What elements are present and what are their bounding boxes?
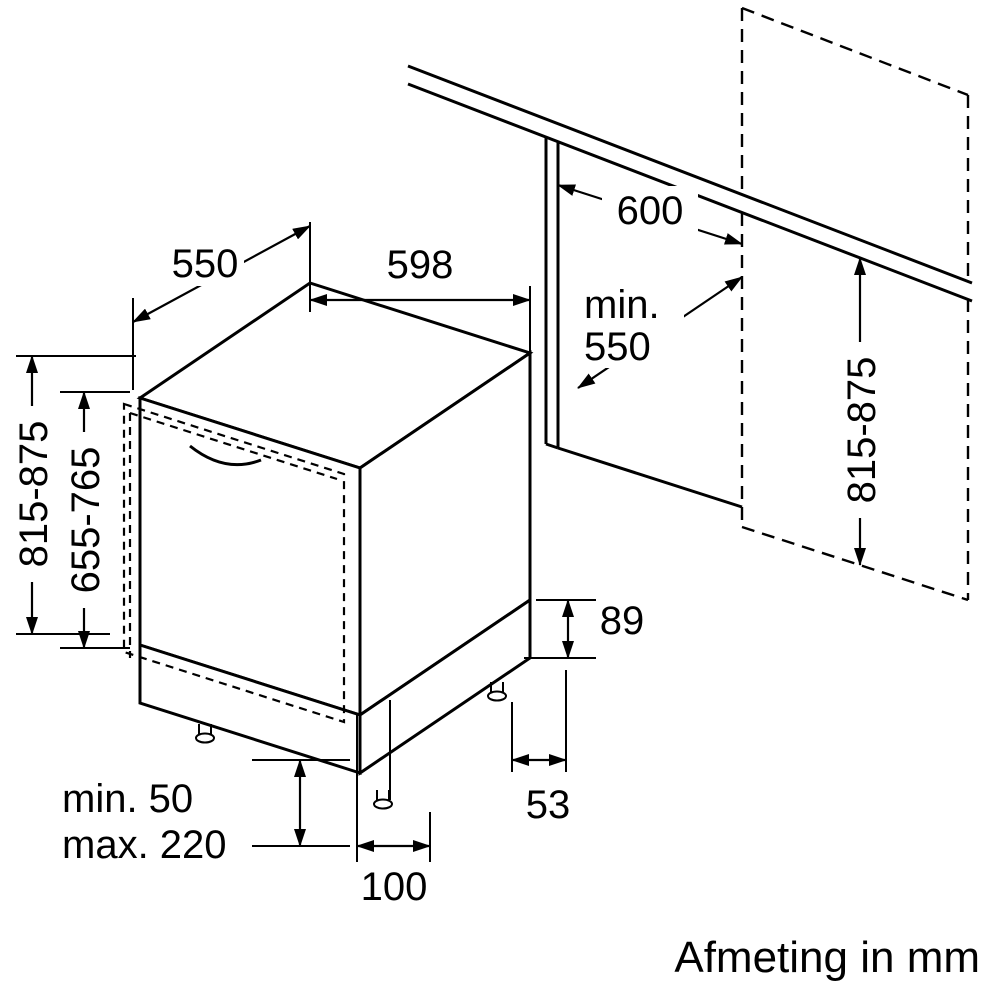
- dishwasher-body: [136, 281, 534, 862]
- dim-niche-width-600: 600: [557, 183, 743, 246]
- countertop: [407, 64, 973, 303]
- dim-label-53: 53: [526, 783, 571, 827]
- foot-base: [487, 690, 507, 702]
- dim-label-max-220: max. 220: [62, 823, 227, 867]
- dim-offset-53: 53: [511, 670, 571, 827]
- cabinet-top-edge: [741, 6, 969, 97]
- dim-niche-height-815-875: 815-875: [837, 257, 884, 566]
- label-mask: [580, 284, 684, 368]
- dim-height-815-875-left: 815-875: [9, 355, 136, 635]
- wall-bottom-edge: [741, 525, 969, 602]
- label-mask: [837, 342, 883, 518]
- adjustable-feet: [195, 682, 507, 810]
- dim-label-598: 598: [387, 243, 454, 287]
- dim-niche-depth-550: min. 550: [577, 276, 743, 389]
- dim-door-height-655-765: 655-765: [60, 391, 130, 649]
- dim-label-815-875-right: 815-875: [840, 357, 884, 504]
- caption: Afmeting in mm: [674, 933, 980, 982]
- dim-label-815-875-left: 815-875: [12, 421, 56, 568]
- label-mask: [61, 432, 107, 608]
- foot-base: [373, 798, 393, 810]
- dim-label-655-765: 655-765: [64, 447, 108, 594]
- dim-label-min-550: 550: [584, 325, 651, 369]
- dim-width-598: 598: [309, 242, 531, 378]
- foot-base: [195, 732, 215, 744]
- dim-label-89: 89: [600, 599, 645, 643]
- rotated-label: 815-875: [837, 342, 884, 518]
- dim-label-min: min.: [584, 283, 660, 327]
- dim-plinth-range: min. 50 max. 220: [62, 759, 350, 867]
- foot-rear-right: [487, 682, 507, 702]
- countertop-front-edge: [407, 64, 973, 285]
- dim-offset-100: 100: [356, 812, 431, 909]
- dim-label-min-50: min. 50: [62, 777, 193, 821]
- rotated-label: 655-765: [61, 432, 108, 608]
- niche-floor-edge: [557, 446, 743, 509]
- upper-cabinet-dashed: [740, 6, 970, 281]
- dim-label-100: 100: [361, 865, 428, 909]
- dim-depth-550: 550: [132, 222, 311, 390]
- furniture-door-dashed: [122, 402, 346, 724]
- label-mask: [166, 240, 244, 286]
- label-mask: [602, 186, 698, 234]
- panel-bottom-edge: [545, 442, 559, 450]
- label-mask: [9, 406, 55, 582]
- label-mask: [380, 242, 460, 286]
- dim-base-height-89: 89: [524, 599, 645, 659]
- door-panel-outline: [122, 402, 346, 724]
- rotated-label: 815-875: [9, 406, 56, 582]
- dim-label-600: 600: [617, 189, 684, 233]
- foot-front-left: [195, 724, 215, 744]
- dim-label-550: 550: [172, 242, 239, 286]
- door-handle-curve: [189, 444, 262, 467]
- foot-front-right: [373, 790, 393, 810]
